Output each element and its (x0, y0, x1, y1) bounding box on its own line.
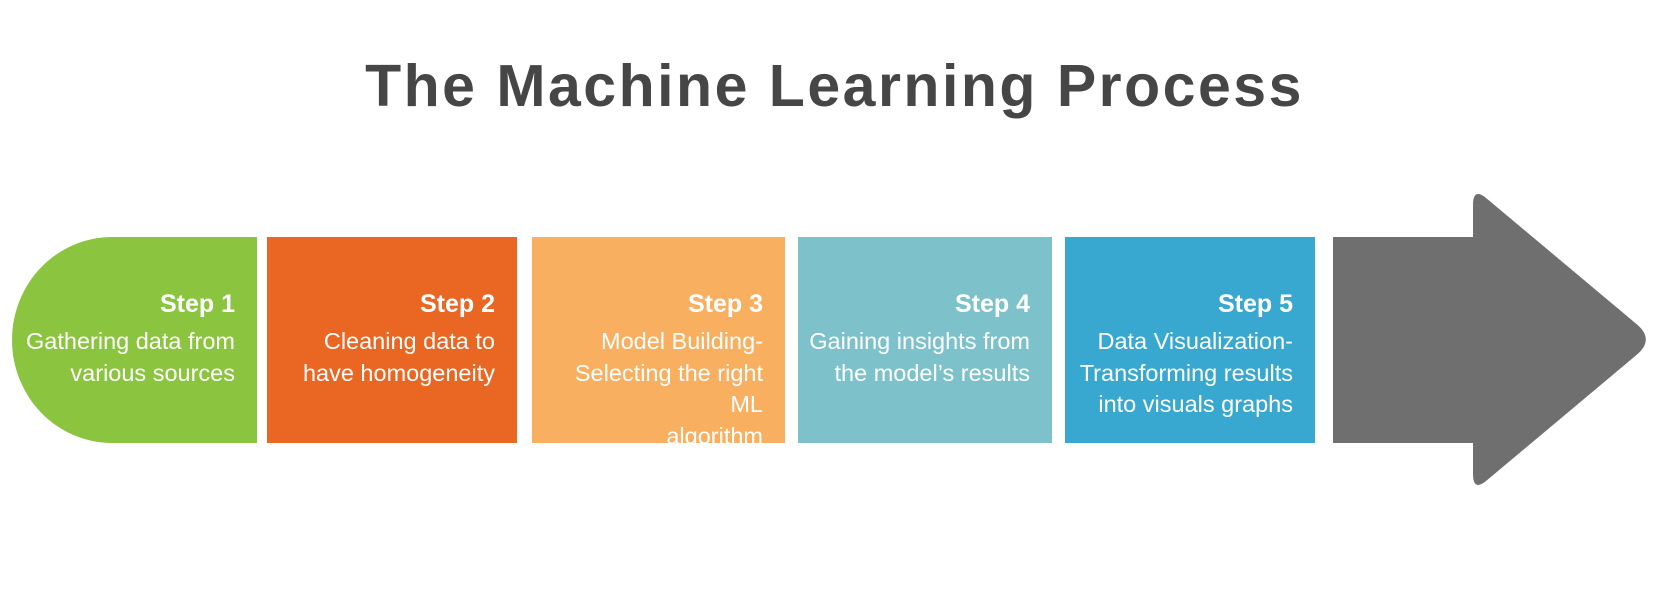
step-label: Step 2 (419, 290, 495, 318)
step-label: Step 1 (159, 290, 235, 318)
step-description: Gathering data from various sources (26, 328, 235, 386)
step-label: Step 3 (687, 290, 763, 318)
step-card-3: Step 3 Model Building- Selecting the rig… (532, 237, 785, 449)
step-card-2: Step 2 Cleaning data to have homogeneity (267, 237, 517, 443)
page-title: The Machine Learning Process (365, 53, 1304, 119)
step-description: Gaining insights from the model’s result… (809, 328, 1030, 386)
step-description: Model Building- Selecting the right ML a… (574, 328, 763, 449)
step-description: Cleaning data to have homogeneity (302, 328, 495, 386)
step-card-1: Step 1 Gathering data from various sourc… (12, 237, 257, 443)
step-card-5: Step 5 Data Visualization- Transforming … (1065, 237, 1315, 443)
step-card-4: Step 4 Gaining insights from the model’s… (798, 237, 1052, 443)
step-label: Step 5 (1217, 290, 1293, 318)
step-description: Data Visualization- Transforming results… (1079, 328, 1293, 417)
step-label: Step 4 (954, 290, 1030, 318)
